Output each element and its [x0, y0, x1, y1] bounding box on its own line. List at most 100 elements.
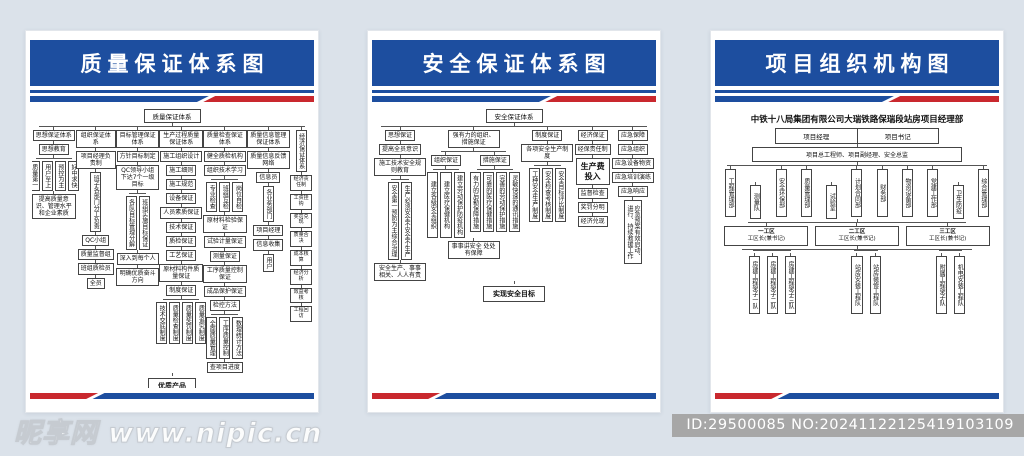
connector: [180, 260, 182, 264]
org-dept-box: 卫生防疫: [952, 185, 964, 219]
flow-column: 思想保证提高全员意识施工技术安全规则教育安全第一预防为主综合治理生产必须安全不安…: [374, 127, 426, 282]
flow-box: 深入到每个人: [116, 253, 159, 265]
connector-bar: [726, 165, 988, 166]
flow-column-head: 应急保障: [617, 130, 648, 142]
org-team-box: 机电安装工程队: [954, 255, 966, 314]
stripe-blue-segment: [434, 393, 656, 399]
flow-column: 经济保证经保责任制生产费投入监督检查奖罚分明经济兑现: [574, 127, 611, 228]
flow-box: 建立各级安全组织: [427, 172, 439, 239]
connector: [224, 310, 226, 314]
stripe-red-segment: [203, 96, 314, 102]
stripe-red-segment: [888, 96, 999, 102]
stripe-blue-segment: [30, 96, 209, 102]
connector: [53, 127, 55, 130]
connector: [592, 141, 594, 145]
org-team: 房建工程架子二队: [766, 252, 778, 314]
flow-column-head: 质量检查保证体系: [203, 130, 247, 149]
org-team-box: 房建工程架子一队: [748, 255, 760, 314]
flow-box: 奖罚分明: [577, 202, 608, 214]
org-dept: 计划合同部: [851, 166, 863, 217]
project-manager-cell: 项目经理: [803, 133, 830, 141]
connector: [267, 236, 269, 240]
org-dept: 卫生防疫: [952, 182, 964, 219]
flow-box: 完善的劳动保护措施: [495, 172, 507, 233]
connector-bar: [939, 249, 963, 251]
connector-bar: [35, 158, 72, 160]
stripe-blue-segment: [372, 96, 551, 102]
site-watermark: 昵享网 www.nipic.cn: [13, 418, 323, 450]
connector: [907, 166, 908, 169]
flow-box: 用户: [262, 253, 274, 272]
connector: [941, 252, 943, 256]
panel-quality-system: 质量保证体系图 质量保证体系 思想保证体系思想教育质量第一用户至上预控为主好中求…: [25, 30, 319, 413]
header-underline: [30, 90, 314, 93]
connector: [957, 182, 959, 185]
flow-box: 试验计量保证: [203, 236, 246, 248]
connector: [95, 246, 97, 250]
connector: [856, 162, 858, 165]
connector: [180, 162, 182, 166]
connector-bar: [476, 169, 513, 171]
connector: [494, 166, 496, 170]
flow-box: 方针目标制定: [116, 151, 159, 163]
flow-column: 应急保障应急组织应急设备物资应急培训演练应急响应应急预案有效启动、进行、持续救援…: [611, 127, 654, 265]
connector: [959, 252, 961, 256]
flow-subcolumns: 组织保证建立各级安全组织建立医疗保健机构建立劳动保护防疫机构措施保证有力的后勤保…: [427, 152, 520, 239]
org-dept-box: 工程管理部: [725, 169, 737, 217]
connector: [445, 166, 447, 170]
flow-box: 专业检查: [206, 182, 218, 213]
id-badge: ID:29500085 NO:20241122125419103109: [672, 414, 1024, 437]
connector: [300, 190, 302, 194]
connector-bar: [211, 313, 239, 315]
flow-box: 灵敏快速的通讯措施: [508, 172, 520, 233]
connector: [300, 303, 302, 307]
flow-box: 事事讲安全 处处有保障: [447, 241, 500, 260]
flow-box: 好中求快: [67, 161, 79, 192]
connector: [137, 127, 139, 130]
flow-box: 质量监督组: [77, 249, 114, 261]
flow-box: 应急组织: [617, 144, 648, 156]
connector: [95, 274, 97, 278]
org-zone-box: 一工区工区长(兼书记): [724, 226, 809, 246]
flow-box: 制度保证: [166, 284, 197, 297]
flow-branch: 组织保证建立各级安全组织建立医疗保健机构建立劳动保护防疫机构措施保证有力的后勤保…: [427, 151, 520, 239]
flow-column: 措施保证有力的后勤保障措施可靠的医疗保健措施完善的劳动保护措施灵敏快速的通讯措施: [469, 152, 520, 233]
flow-box: 安全生产、事事相关、人人有责: [374, 263, 426, 282]
flow-box: 工序质量控制: [219, 316, 231, 359]
connector: [224, 296, 226, 300]
org-dept: 安全环保部: [775, 166, 787, 217]
org-dept: 测量队: [750, 182, 762, 219]
org-zone-line: 三工区: [939, 229, 956, 235]
flow-column-head: 制度保证: [532, 130, 563, 142]
flow-column-head: 组织保证: [430, 155, 461, 167]
org-zone: 一工区工区长(兼书记): [724, 223, 809, 246]
stripe-red-segment: [30, 393, 98, 399]
flow-column: 强有力的组织、措施保证组织保证建立各级安全组织建立医疗保健机构建立劳动保护防疫机…: [427, 127, 520, 260]
connector: [300, 247, 302, 251]
connector: [180, 190, 182, 194]
flow-group-row: 质量第一用户至上预控为主好中求快: [32, 159, 79, 192]
flow-group-row: 建立各级安全组织建立医疗保健机构建立劳动保护防疫机构: [427, 170, 465, 239]
flow-box: 质量第一: [32, 161, 40, 192]
flow-box: 监督检查: [577, 188, 608, 200]
connector: [856, 144, 858, 147]
flow-box: 质量奖罚制度: [182, 302, 194, 345]
panel-org-chart: 项目组织机构图 中铁十八局集团有限公司大瑞铁路保瑞段站房项目经理部 项目经理 项…: [710, 30, 1004, 413]
connector: [95, 260, 97, 264]
connector: [267, 169, 269, 173]
panel-title: 项目组织机构图: [715, 40, 999, 86]
connector: [95, 148, 97, 152]
flow-box: 用户至上: [41, 161, 53, 192]
connector-bar: [742, 248, 972, 250]
connector: [224, 282, 226, 286]
flow-box: 思想教育: [38, 144, 69, 156]
org-dept: 物资设备部: [901, 166, 914, 217]
connector: [224, 233, 226, 237]
org-zone-row: 一工区工区长(兼书记)二工区工区长(兼书记)三工区工区长(兼书记): [717, 223, 997, 246]
connector: [171, 373, 173, 377]
flow-group-row: 有力的后勤保障措施可靠的医疗保健措施完善的劳动保护措施灵敏快速的通讯措施: [469, 170, 520, 233]
org-dept: 工程管理部: [725, 166, 737, 217]
flow-column: 质量信息管理保证体系质量信息反馈网络信息员各业务部门项目经理信息收集用户: [246, 127, 291, 272]
connector: [224, 127, 226, 130]
